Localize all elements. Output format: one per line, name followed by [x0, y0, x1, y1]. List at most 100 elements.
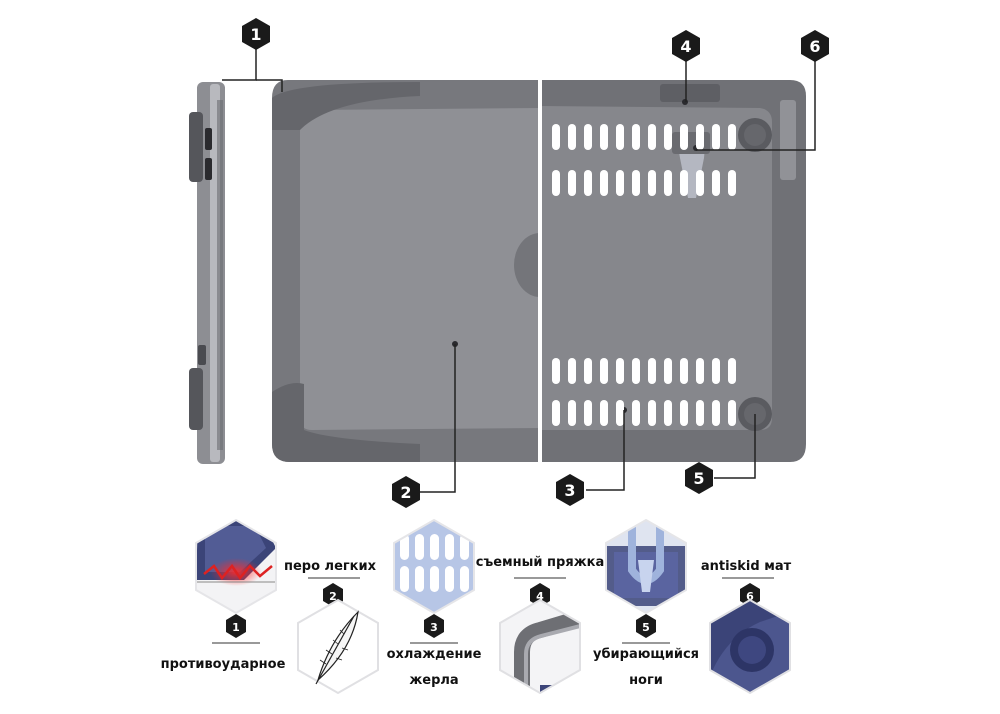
feature-5-number: 5	[642, 621, 650, 634]
feature-3-label-line2: жерла	[409, 673, 458, 688]
vent-slot	[696, 358, 704, 384]
callout-1-badge: 1	[242, 18, 270, 50]
vent-slot	[568, 124, 576, 150]
vent-slot	[728, 358, 736, 384]
feature-6-antiskid: antiskid мат 6	[701, 559, 792, 695]
cooling-vents	[552, 124, 736, 426]
feather-icon	[315, 610, 359, 685]
vent-slot	[664, 124, 672, 150]
vent-slot	[600, 124, 608, 150]
feature-4-buckle: съемный пряжка 4	[476, 555, 604, 695]
case-back-left	[272, 80, 566, 462]
vent-slot	[568, 358, 576, 384]
vent-slot	[728, 400, 736, 426]
feature-2-lightweight: перо легких 2	[284, 559, 379, 695]
feature-4-label: съемный пряжка	[476, 555, 604, 570]
vent-slot	[400, 534, 409, 560]
feature-3-number: 3	[430, 621, 438, 634]
vent-slot	[584, 170, 592, 196]
feature-2-number: 2	[329, 590, 337, 603]
vent-slot	[415, 534, 424, 560]
vent-slot	[616, 170, 624, 196]
vent-slot	[460, 566, 469, 592]
vent-slot	[600, 358, 608, 384]
vent-slot	[552, 400, 560, 426]
callout-4-badge: 4	[672, 30, 700, 62]
vent-slot	[600, 400, 608, 426]
vent-slot	[584, 124, 592, 150]
vent-slot	[680, 400, 688, 426]
vent-slot	[568, 170, 576, 196]
feature-1-number: 1	[232, 621, 240, 634]
vent-slot	[696, 124, 704, 150]
vent-slot	[680, 124, 688, 150]
vent-slot	[648, 358, 656, 384]
vent-slot	[445, 566, 454, 592]
vent-slot	[415, 566, 424, 592]
vent-slot	[616, 358, 624, 384]
feature-5-label-line2: ноги	[629, 673, 663, 688]
vent-slot	[632, 124, 640, 150]
vent-slot	[712, 124, 720, 150]
vent-slot	[680, 358, 688, 384]
callout-4-number: 4	[680, 37, 691, 56]
vent-slot	[616, 400, 624, 426]
vent-slot	[648, 400, 656, 426]
feature-2-label: перо легких	[284, 559, 377, 574]
callout-6-badge: 6	[801, 30, 829, 62]
vent-slot	[632, 170, 640, 196]
feature-5-label-line1: убирающийся	[593, 647, 699, 662]
vent-slot	[584, 400, 592, 426]
callout-1-number: 1	[250, 25, 261, 44]
vent-slot	[430, 566, 439, 592]
callout-5-badge: 5	[685, 462, 713, 494]
vent-slot	[648, 124, 656, 150]
usb-c-port-icon	[205, 128, 212, 150]
vent-slot	[552, 358, 560, 384]
vent-slot	[430, 534, 439, 560]
vent-slot	[632, 358, 640, 384]
vent-slot	[696, 170, 704, 196]
vent-slot	[728, 124, 736, 150]
vent-slot	[552, 124, 560, 150]
vent-slot	[712, 358, 720, 384]
callout-2-number: 2	[400, 483, 411, 502]
feature-1-shockproof: 1 противоударное	[161, 518, 286, 672]
vent-slot	[680, 170, 688, 196]
vent-slot	[728, 170, 736, 196]
vent-slot	[712, 400, 720, 426]
vent-slot	[552, 170, 560, 196]
case-back-right	[540, 80, 806, 462]
callout-3-badge: 3	[556, 474, 584, 506]
usb-c-port-icon	[205, 158, 212, 180]
feature-1-label: противоударное	[161, 657, 286, 672]
vent-slot	[696, 400, 704, 426]
feature-5-legs: 5 убирающийся ноги	[593, 518, 699, 688]
feature-4-number: 4	[536, 590, 544, 603]
side-view	[189, 82, 225, 464]
vent-slot	[664, 400, 672, 426]
vent-slot	[600, 170, 608, 196]
vent-slot	[616, 124, 624, 150]
vent-slot	[445, 534, 454, 560]
vent-slot	[664, 170, 672, 196]
vent-slot	[712, 170, 720, 196]
callout-6-number: 6	[809, 37, 820, 56]
vent-slot	[568, 400, 576, 426]
callout-leaders	[222, 48, 816, 493]
vent-slot	[460, 534, 469, 560]
feature-3-cooling: 3 охлаждение жерла	[387, 518, 482, 688]
vent-slot	[648, 170, 656, 196]
feature-3-label-line1: охлаждение	[387, 647, 482, 662]
callout-3-number: 3	[564, 481, 575, 500]
feature-6-label: antiskid мат	[701, 559, 792, 574]
vent-slot	[632, 400, 640, 426]
vent-slot	[664, 358, 672, 384]
callout-5-number: 5	[693, 469, 704, 488]
vent-slot	[400, 566, 409, 592]
callout-2-badge: 2	[392, 476, 420, 508]
shock-wave-icon	[203, 563, 273, 581]
vent-slot	[584, 358, 592, 384]
feature-6-number: 6	[746, 590, 754, 603]
